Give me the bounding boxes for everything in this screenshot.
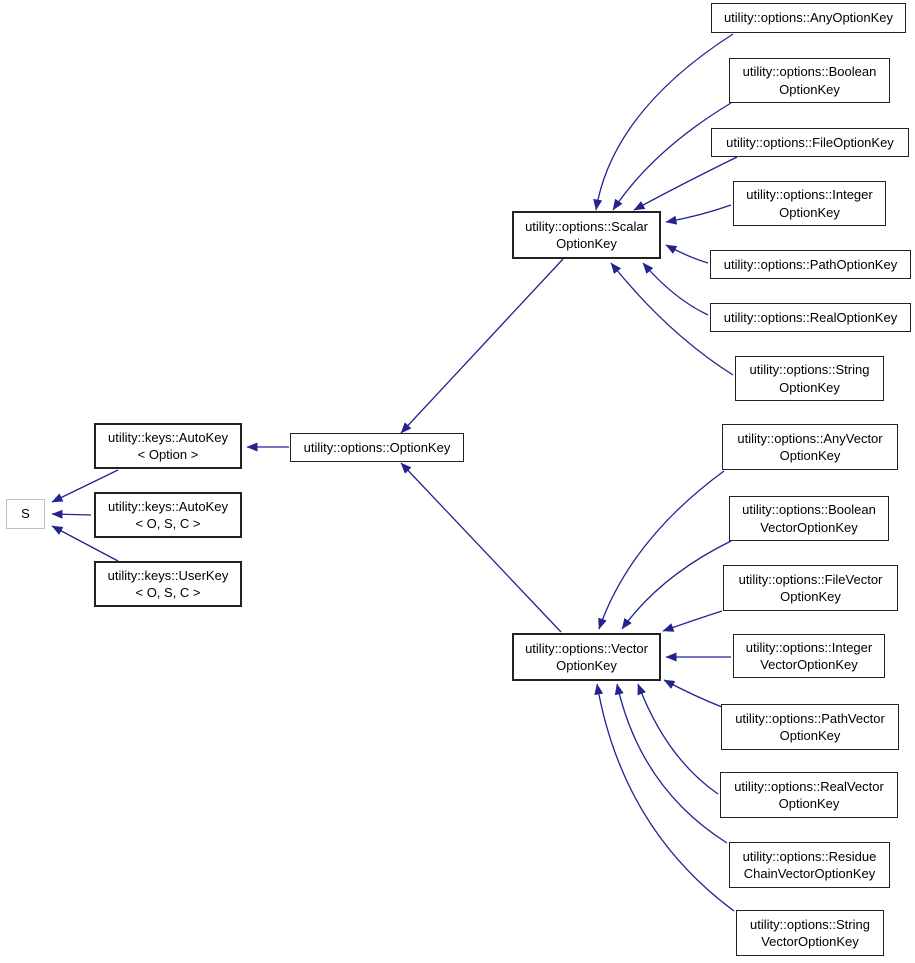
edge-real-to-scalar <box>642 262 709 316</box>
node-pathvectoroptionkey[interactable]: utility::options::PathVector OptionKey <box>721 704 899 750</box>
node-filevectoroptionkey[interactable]: utility::options::FileVector OptionKey <box>723 565 898 611</box>
node-anyvectoroptionkey[interactable]: utility::options::AnyVector OptionKey <box>722 424 898 470</box>
edge-string-to-scalar <box>610 262 734 376</box>
edge-pathvector-to-vector <box>663 679 723 708</box>
edge-path-to-scalar <box>665 244 709 264</box>
edge-userkey-osc-to-s <box>51 525 119 562</box>
node-residuechainvectoroptionkey[interactable]: utility::options::Residue ChainVectorOpt… <box>729 842 890 888</box>
node-vectoroptionkey[interactable]: utility::options::Vector OptionKey <box>512 633 661 681</box>
node-integeroptionkey[interactable]: utility::options::Integer OptionKey <box>733 181 886 226</box>
node-userkey-osc[interactable]: utility::keys::UserKey < O, S, C > <box>94 561 242 607</box>
edge-residuechainvector-to-vector <box>614 683 728 844</box>
node-realvectoroptionkey[interactable]: utility::options::RealVector OptionKey <box>720 772 898 818</box>
edge-booleanvector-to-vector <box>621 540 732 630</box>
edge-boolean-to-scalar <box>612 102 732 211</box>
edge-stringvector-to-vector <box>594 683 735 912</box>
node-optionkey[interactable]: utility::options::OptionKey <box>290 433 464 462</box>
edge-file-to-scalar <box>633 156 738 211</box>
edge-filevector-to-vector <box>662 610 723 632</box>
node-autokey-osc[interactable]: utility::keys::AutoKey < O, S, C > <box>94 492 242 538</box>
node-pathoptionkey[interactable]: utility::options::PathOptionKey <box>710 250 911 279</box>
node-anyoptionkey[interactable]: utility::options::AnyOptionKey <box>711 3 906 33</box>
edge-anyvector-to-vector <box>598 470 725 630</box>
edge-realvector-to-vector <box>637 683 719 795</box>
edge-scalar-to-optionkey <box>400 258 564 434</box>
node-realoptionkey[interactable]: utility::options::RealOptionKey <box>710 303 911 332</box>
edge-integer-to-scalar <box>665 204 732 225</box>
edge-autokey-osc-to-s <box>51 509 92 519</box>
node-booleanoptionkey[interactable]: utility::options::Boolean OptionKey <box>729 58 890 103</box>
node-fileoptionkey[interactable]: utility::options::FileOptionKey <box>711 128 909 157</box>
node-stringvectoroptionkey[interactable]: utility::options::String VectorOptionKey <box>736 910 884 956</box>
node-s-template-param: S <box>6 499 45 529</box>
node-autokey-option[interactable]: utility::keys::AutoKey < Option > <box>94 423 242 469</box>
edge-autokey-option-to-s <box>51 469 119 503</box>
node-scalaroptionkey[interactable]: utility::options::Scalar OptionKey <box>512 211 661 259</box>
node-integervectoroptionkey[interactable]: utility::options::Integer VectorOptionKe… <box>733 634 885 678</box>
edge-vector-to-optionkey <box>400 462 562 633</box>
edge-any-to-scalar <box>593 33 734 211</box>
node-stringoptionkey[interactable]: utility::options::String OptionKey <box>735 356 884 401</box>
node-booleanvectoroptionkey[interactable]: utility::options::Boolean VectorOptionKe… <box>729 496 889 541</box>
